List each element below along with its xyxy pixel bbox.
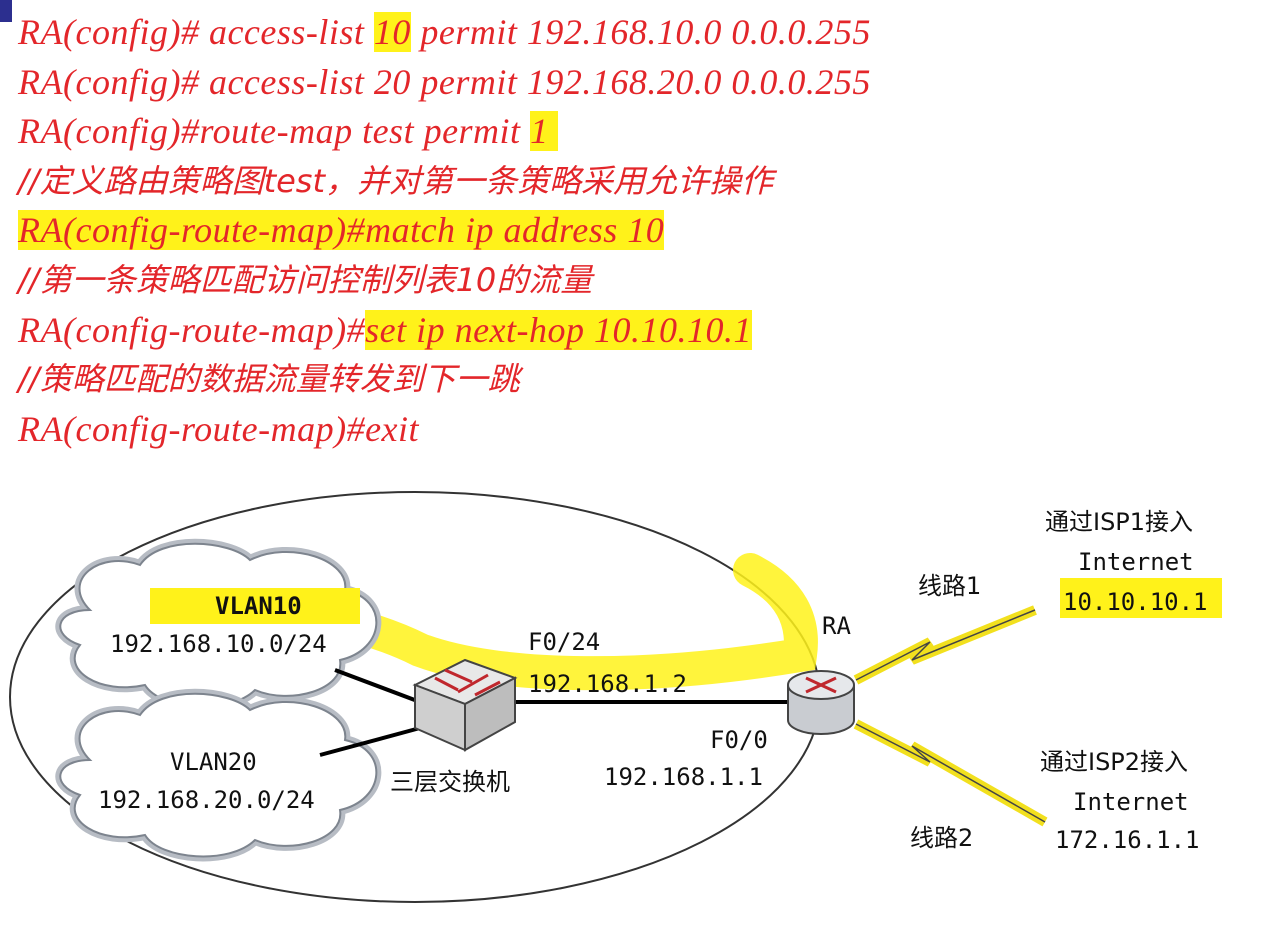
code-line-acl10: RA(config)# access-list 10 permit 192.16… (18, 8, 1258, 58)
code-highlight: set ip next-hop 10.10.10.1 (365, 309, 753, 350)
code-highlight: 1 (530, 111, 559, 152)
code-text: permit 192.168.10.0 0.0.0.255 (410, 12, 871, 52)
code-line-exit: RA(config-route-map)#exit (18, 405, 1258, 455)
router-port: F0/0 (710, 726, 768, 754)
code-line-match: RA(config-route-map)#match ip address 10 (18, 206, 1258, 256)
vlan20-network: 192.168.20.0/24 (98, 786, 315, 814)
line1-label: 线路1 (918, 572, 981, 600)
vlan20-name: VLAN20 (170, 748, 257, 776)
code-text: RA(config)# access-list (18, 12, 374, 52)
code-highlight: 10 (373, 12, 411, 52)
line2-label: 线路2 (910, 824, 973, 852)
code-highlight: RA(config-route-map)#match ip address 10 (18, 210, 665, 251)
code-comment-1: //定义路由策略图test，并对第一条策略采用允许操作 (18, 161, 774, 200)
vlan10-name: VLAN10 (215, 592, 302, 620)
vlan10-network: 192.168.10.0/24 (110, 630, 327, 658)
router-ip: 192.168.1.1 (604, 763, 763, 791)
line1-lightning-icon (853, 605, 1037, 685)
code-comment-2: //第一条策略匹配访问控制列表10的流量 (18, 260, 593, 299)
link-vlan10-switch (334, 668, 421, 704)
layer3-switch-icon (412, 658, 518, 752)
code-text: RA(config)# access-list 20 permit 192.16… (18, 61, 871, 102)
switch-port: F0/24 (528, 628, 600, 656)
code-comment-3: //策略匹配的数据流量转发到下一跳 (18, 360, 520, 399)
vlan10-highlight (150, 588, 360, 624)
code-text: RA(config-route-map)#exit (18, 408, 420, 449)
line2-lightning-icon (853, 719, 1048, 827)
code-line-route-map: RA(config)#route-map test permit 1 (18, 107, 1258, 157)
corner-marker (0, 0, 12, 22)
router-label: RA (822, 612, 851, 640)
isp2-internet: Internet (1073, 788, 1189, 816)
config-code-block: RA(config)# access-list 10 permit 192.16… (18, 8, 1258, 454)
code-line-acl20: RA(config)# access-list 20 permit 192.16… (18, 58, 1258, 108)
isp1-title: 通过ISP1接入 (1045, 508, 1193, 536)
isp2-ip: 172.16.1.1 (1055, 826, 1200, 854)
vlan20-cloud (55, 688, 382, 862)
code-text: RA(config-route-map)# (18, 309, 366, 350)
isp1-internet: Internet (1078, 548, 1194, 576)
switch-label: 三层交换机 (390, 768, 510, 796)
isp1-ip: 10.10.10.1 (1063, 588, 1208, 616)
code-line-set-next-hop: RA(config-route-map)#set ip next-hop 10.… (18, 306, 1258, 356)
network-diagram: VLAN10 192.168.10.0/24 VLAN20 192.168.20… (9, 491, 1222, 903)
isp2-title: 通过ISP2接入 (1040, 748, 1188, 776)
isp1-ip-highlight (1060, 578, 1222, 618)
router-icon (787, 670, 855, 735)
code-text: RA(config)#route-map test permit (18, 111, 531, 152)
switch-ip: 192.168.1.2 (528, 670, 687, 698)
vlan10-cloud (55, 538, 382, 712)
link-vlan20-switch (319, 726, 421, 757)
